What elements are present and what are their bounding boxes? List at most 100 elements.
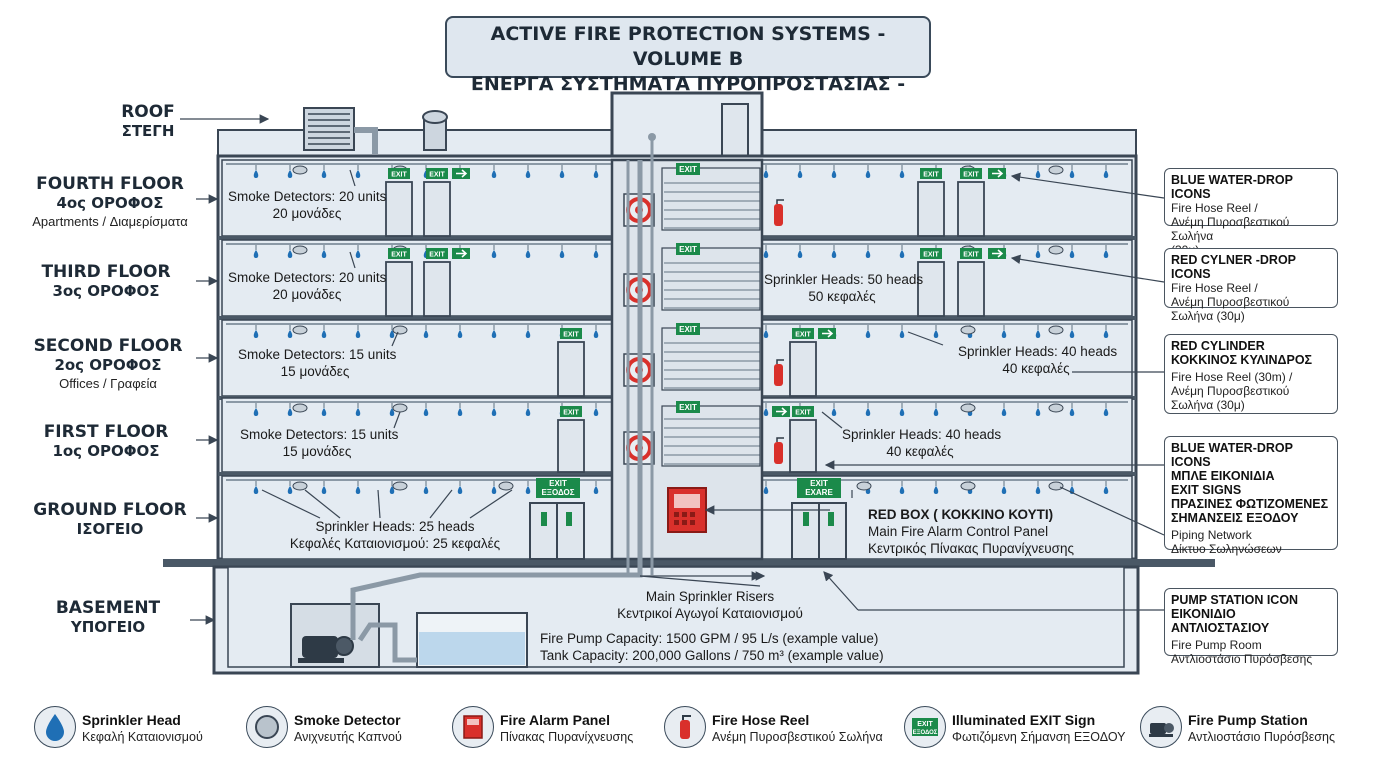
fourth-smoke-note: Smoke Detectors: 20 units 20 μονάδες — [228, 188, 386, 222]
sprinkler-head — [287, 486, 293, 494]
callout-5-line2: Αντλιοστάσιο Πυρόσβεσης — [1171, 652, 1313, 666]
sprinkler-head — [865, 330, 871, 338]
exit-sign-text: EXIT — [391, 252, 407, 259]
smoke-detector — [856, 481, 872, 491]
fire-extinguisher-icon — [664, 706, 706, 748]
sprinkler-head — [933, 486, 939, 494]
legend-smoke-sub: Ανιχνευτής Καπνού — [294, 730, 402, 744]
label-ground-gr: ΙΣΟΓΕΙΟ — [76, 520, 144, 538]
legend-exit-sign-bottom: ΕΞΟΔΟΣ — [913, 730, 938, 736]
second-sprinkler-en: Sprinkler Heads: 40 heads — [958, 344, 1118, 359]
sprinkler-head — [593, 170, 599, 178]
stair-exit-sign — [676, 163, 700, 175]
fourth-smoke-en: Smoke Detectors: 20 units — [228, 189, 387, 204]
callout-exit-signs: BLUE WATER-DROP ICONS ΜΠΛΕ ΕΙΚΟΝΙΔΙΑ EXI… — [1164, 436, 1338, 556]
sprinkler-head — [321, 408, 327, 416]
label-second-en: SECOND FLOOR — [33, 336, 183, 356]
fire-extinguisher — [774, 364, 783, 386]
stair-flight — [661, 167, 761, 231]
sprinkler-head — [797, 170, 803, 178]
door — [789, 419, 817, 473]
exit-sign-text: EXIT — [795, 332, 811, 339]
callout-3-title-gr: ΚΟΚΚΙΝΟΣ ΚΥΛΙΝΔΡΟΣ — [1171, 353, 1313, 367]
label-second: SECOND FLOOR 2ος ΟΡΟΦΟΣ Offices / Γραφεί… — [8, 336, 208, 392]
exit-arrow — [456, 249, 468, 258]
pump-capacity: Fire Pump Capacity: 1500 GPM / 95 L/s (e… — [540, 631, 879, 646]
stair-exit-text: EXIT — [679, 165, 697, 174]
sprinkler-head — [457, 486, 463, 494]
exit-sign — [560, 328, 582, 339]
sprinkler-head — [321, 330, 327, 338]
ground-exit-left-top: EXIT — [549, 479, 567, 488]
smoke-detector — [292, 245, 308, 255]
exit-sign-text: EXIT — [923, 172, 939, 179]
stair-exit-text: EXIT — [679, 245, 697, 254]
exit-sign — [560, 406, 582, 417]
first-sprinkler-note: Sprinkler Heads: 40 heads 40 κεφαλές — [842, 426, 1001, 460]
smoke-detector — [1048, 403, 1064, 413]
legend-sprinkler-title: Sprinkler Head — [82, 712, 181, 728]
sprinkler-head — [899, 170, 905, 178]
sprinkler-head — [389, 486, 395, 494]
third-smoke-note: Smoke Detectors: 20 units 20 μονάδες — [228, 269, 386, 303]
ground-door-left — [529, 502, 585, 560]
sprinkler-head — [1103, 330, 1109, 338]
stair-exit-sign — [676, 401, 700, 413]
sprinkler-head — [763, 486, 769, 494]
callout-2-line2: Ανέμη Πυροσβεστικού — [1171, 295, 1290, 309]
third-sprinkler-note: Sprinkler Heads: 50 heads 50 κεφαλές — [764, 271, 924, 305]
sprinkler-head — [559, 170, 565, 178]
smoke-detector — [1048, 245, 1064, 255]
callout-3-line3: Σωλήνα (30μ) — [1171, 398, 1245, 412]
sprinkler-head — [831, 250, 837, 258]
sprinkler-head — [899, 486, 905, 494]
exit-sign — [920, 248, 942, 259]
exit-arrow — [822, 329, 834, 338]
second-smoke-note: Smoke Detectors: 15 units 15 μονάδες — [238, 346, 396, 380]
callout-4-exit-gr1: ΠΡΑΣΙΝΕΣ ΦΩΤΙΖΟΜΕΝΕΣ — [1171, 497, 1329, 511]
sprinkler-head — [763, 250, 769, 258]
smoke-detector — [292, 165, 308, 175]
smoke-detector — [292, 403, 308, 413]
smoke-detector — [292, 481, 308, 491]
exit-sign-text: EXIT — [563, 332, 579, 339]
label-fourth: FOURTH FLOOR 4ος ΟΡΟΦΟΣ Apartments / Δια… — [10, 174, 210, 230]
label-second-sub: Offices / Γραφεία — [59, 376, 157, 391]
sprinkler-head — [491, 170, 497, 178]
label-basement: BASEMENT ΥΠΟΓΕΙΟ — [8, 598, 208, 637]
legend-exit-title: Illuminated EXIT Sign — [952, 712, 1096, 728]
callout-blue-drop: BLUE WATER-DROP ICONS Fire Hose Reel / Α… — [1164, 168, 1338, 257]
door — [917, 261, 945, 317]
water-drop-icon — [34, 706, 76, 748]
first-sprinkler-gr: 40 κεφαλές — [886, 444, 954, 459]
sprinkler-head — [763, 170, 769, 178]
callout-2-title: RED CYLNER -DROP ICONS — [1171, 253, 1296, 281]
exit-sign-text: EXIT — [391, 172, 407, 179]
label-basement-gr: ΥΠΟΓΕΙΟ — [70, 618, 146, 636]
sprinkler-head — [423, 486, 429, 494]
third-sprinkler-en: Sprinkler Heads: 50 heads — [764, 272, 924, 287]
sprinkler-head — [593, 330, 599, 338]
exit-sign — [920, 168, 942, 179]
sprinkler-head — [1001, 486, 1007, 494]
sprinkler-head — [457, 408, 463, 416]
pump-icon — [1140, 706, 1182, 748]
label-third: THIRD FLOOR 3ος ΟΡΟΦΟΣ — [6, 262, 206, 301]
sprinkler-head — [525, 170, 531, 178]
callout-4-exit: EXIT SIGNS — [1171, 483, 1242, 497]
legend-alarm-title: Fire Alarm Panel — [500, 712, 610, 728]
sprinkler-head — [491, 250, 497, 258]
smoke-detector — [960, 403, 976, 413]
legend-pump-title: Fire Pump Station — [1188, 712, 1308, 728]
ground-sprinkler-gr: Κεφαλές Καταιονισμού: 25 κεφαλές — [289, 536, 501, 551]
exit-sign-text: EXIT — [963, 252, 979, 259]
third-smoke-en: Smoke Detectors: 20 units — [228, 270, 387, 285]
legend-sprinkler-sub: Κεφαλή Καταιονισμού — [82, 730, 203, 744]
sprinkler-head — [321, 486, 327, 494]
exit-arrow — [456, 169, 468, 178]
callout-red-cylinder: RED CYLINDER ΚΟΚΚΙΝΟΣ ΚΥΛΙΝΔΡΟΣ Fire Hos… — [1164, 334, 1338, 414]
door — [423, 181, 451, 237]
tank-capacity: Tank Capacity: 200,000 Gallons / 750 m³ … — [540, 648, 884, 663]
exit-sign — [388, 248, 410, 259]
legend-pump-sub: Αντλιοστάσιο Πυρόσβεσης — [1188, 730, 1335, 744]
